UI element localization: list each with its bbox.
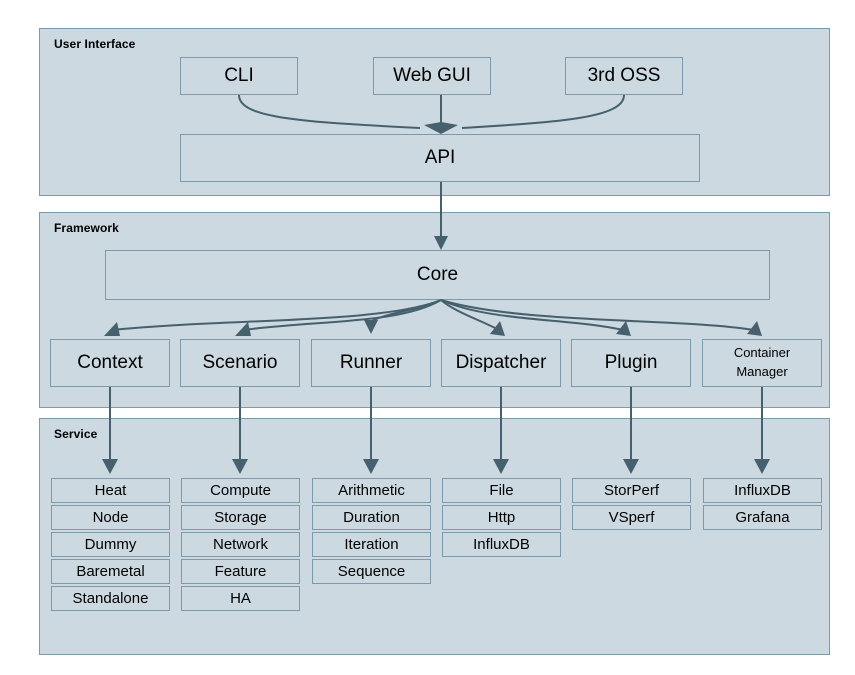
- node-container-manager-label-line2: Manager: [736, 364, 788, 379]
- panel-label-user-interface: User Interface: [54, 37, 136, 51]
- node-web-gui-label: Web GUI: [393, 65, 471, 87]
- node-api-label: API: [424, 147, 456, 169]
- service-item-label: InfluxDB: [734, 481, 791, 499]
- service-item[interactable]: Node: [51, 505, 170, 530]
- node-core[interactable]: Core: [105, 250, 770, 300]
- service-item-label: Grafana: [735, 508, 790, 526]
- service-item[interactable]: InfluxDB: [703, 478, 822, 503]
- service-item[interactable]: Standalone: [51, 586, 170, 611]
- service-item-label: Compute: [210, 481, 271, 499]
- service-item[interactable]: Compute: [181, 478, 300, 503]
- service-item-label: Standalone: [72, 589, 149, 607]
- panel-label-service: Service: [54, 427, 98, 441]
- service-item-label: Feature: [214, 562, 267, 580]
- service-item-label: Heat: [94, 481, 127, 499]
- service-item-label: Arithmetic: [338, 481, 405, 499]
- service-item[interactable]: VSperf: [572, 505, 691, 530]
- service-item[interactable]: StorPerf: [572, 478, 691, 503]
- service-item[interactable]: Arithmetic: [312, 478, 431, 503]
- node-dispatcher[interactable]: Dispatcher: [441, 339, 561, 387]
- node-api[interactable]: API: [180, 134, 700, 182]
- service-item-label: Http: [487, 508, 516, 526]
- service-item-label: Node: [92, 508, 129, 526]
- service-item[interactable]: Dummy: [51, 532, 170, 557]
- service-item[interactable]: HA: [181, 586, 300, 611]
- node-cli-label: CLI: [224, 65, 254, 87]
- node-core-label: Core: [416, 264, 459, 286]
- node-context[interactable]: Context: [50, 339, 170, 387]
- service-item-label: VSperf: [608, 508, 655, 526]
- node-third-oss-label: 3rd OSS: [587, 65, 661, 87]
- service-item-label: File: [489, 481, 514, 499]
- service-item[interactable]: Heat: [51, 478, 170, 503]
- service-item[interactable]: Iteration: [312, 532, 431, 557]
- service-item-label: Baremetal: [76, 562, 145, 580]
- service-item-label: Storage: [214, 508, 267, 526]
- node-context-label: Context: [77, 352, 143, 374]
- node-web-gui[interactable]: Web GUI: [373, 57, 491, 95]
- panel-service: Service: [39, 418, 830, 655]
- service-item[interactable]: File: [442, 478, 561, 503]
- node-scenario-label: Scenario: [202, 352, 278, 374]
- service-item-label: InfluxDB: [473, 535, 530, 553]
- service-item-label: HA: [230, 589, 251, 607]
- service-item[interactable]: Feature: [181, 559, 300, 584]
- node-container-manager[interactable]: Container Manager: [702, 339, 822, 387]
- service-item[interactable]: Http: [442, 505, 561, 530]
- service-item-label: Network: [212, 535, 268, 553]
- node-cli[interactable]: CLI: [180, 57, 298, 95]
- node-scenario[interactable]: Scenario: [180, 339, 300, 387]
- service-item-label: Dummy: [84, 535, 137, 553]
- node-dispatcher-label: Dispatcher: [455, 352, 547, 374]
- service-item-label: Sequence: [337, 562, 406, 580]
- service-item-label: Duration: [343, 508, 400, 526]
- panel-label-framework: Framework: [54, 221, 119, 235]
- node-third-oss[interactable]: 3rd OSS: [565, 57, 683, 95]
- node-runner-label: Runner: [339, 352, 403, 374]
- service-item[interactable]: Grafana: [703, 505, 822, 530]
- service-item[interactable]: InfluxDB: [442, 532, 561, 557]
- service-item-label: StorPerf: [603, 481, 660, 499]
- service-item[interactable]: Network: [181, 532, 300, 557]
- service-item[interactable]: Sequence: [312, 559, 431, 584]
- node-container-manager-label-line1: Container: [733, 345, 791, 361]
- service-item-label: Iteration: [344, 535, 399, 553]
- service-item[interactable]: Storage: [181, 505, 300, 530]
- node-plugin[interactable]: Plugin: [571, 339, 691, 387]
- node-plugin-label: Plugin: [604, 352, 658, 374]
- node-runner[interactable]: Runner: [311, 339, 431, 387]
- service-item[interactable]: Duration: [312, 505, 431, 530]
- service-item[interactable]: Baremetal: [51, 559, 170, 584]
